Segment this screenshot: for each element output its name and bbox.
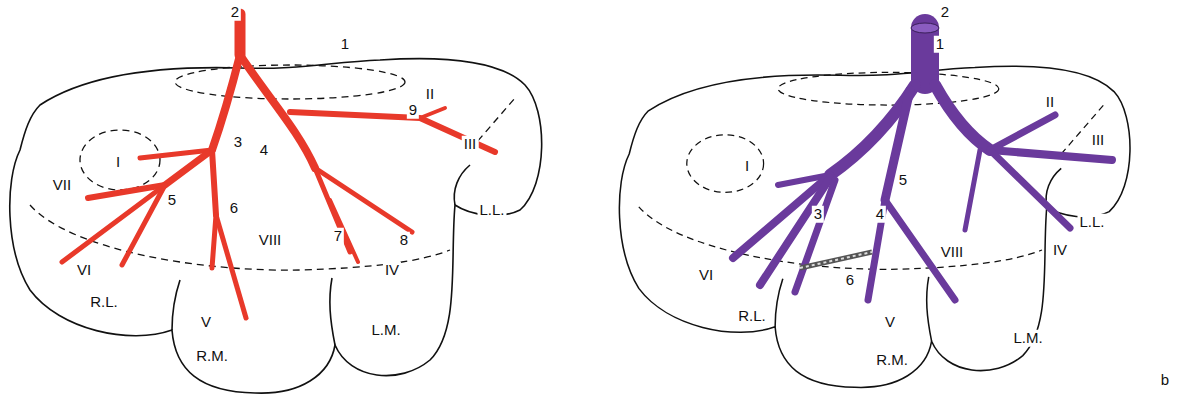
segment-number: II — [1044, 94, 1056, 111]
callout-number: 9 — [407, 102, 419, 119]
lobe-name: L.M. — [369, 322, 402, 339]
callout-number: 4 — [258, 142, 270, 159]
lobe-name: R.M. — [194, 348, 230, 365]
segment-number: VIII — [257, 232, 284, 249]
lobe-name: L.M. — [1011, 330, 1044, 347]
callout-number: 1 — [934, 36, 946, 53]
segment-number: V — [883, 314, 897, 331]
segment-number: I — [114, 154, 122, 171]
segment-number: VI — [75, 262, 93, 279]
lobe-name: L.L. — [477, 202, 506, 219]
lobe-name: L.L. — [1077, 214, 1106, 231]
segment-number: VII — [51, 177, 73, 194]
segment-number: V — [199, 314, 213, 331]
callout-number: 2 — [939, 4, 951, 21]
callout-number: 4 — [874, 206, 886, 223]
callout-number: 3 — [812, 206, 824, 223]
segment-number: IV — [383, 262, 401, 279]
callout-number: 3 — [232, 134, 244, 151]
lobe-name: R.M. — [874, 352, 910, 369]
lobe-name: R.L. — [736, 308, 768, 325]
callout-number: 6 — [844, 272, 856, 289]
segment-number: II — [424, 86, 436, 103]
callout-number: 1 — [339, 36, 351, 53]
callout-number: 5 — [166, 192, 178, 209]
callout-number: 8 — [398, 232, 410, 249]
callout-number: 7 — [332, 228, 344, 245]
callout-number: 5 — [897, 172, 909, 189]
callout-number: 6 — [228, 200, 240, 217]
segment-number: I — [743, 158, 751, 175]
segment-number: VI — [697, 267, 715, 284]
lobe-name: R.L. — [88, 294, 120, 311]
segment-number: VIII — [939, 244, 966, 261]
segment-number: III — [462, 136, 479, 153]
callout-number: 2 — [229, 4, 241, 21]
panel-letter: b — [1159, 372, 1171, 389]
segment-number: III — [1090, 132, 1107, 149]
segment-number: IV — [1051, 242, 1069, 259]
